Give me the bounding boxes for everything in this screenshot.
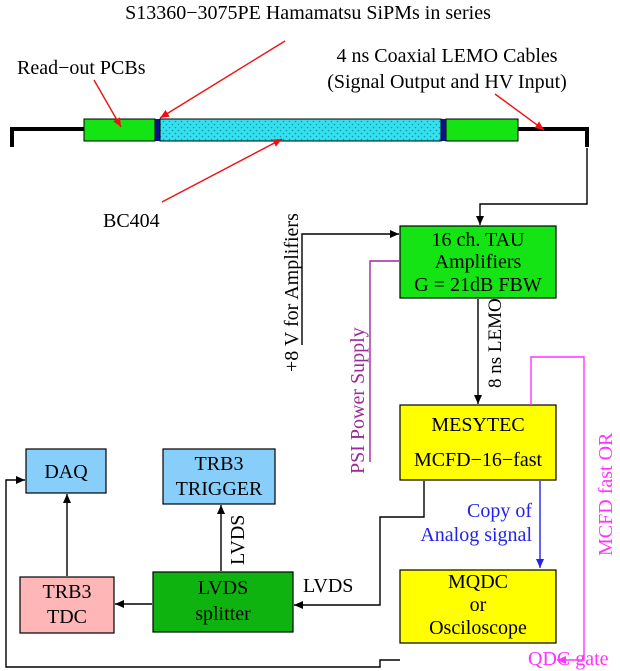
coax-label-line1: 4 ns Coaxial LEMO Cables	[336, 45, 557, 67]
left-sipm	[155, 119, 160, 141]
mqdc-line1: MQDC	[448, 571, 508, 593]
trigger-line1: TRB3	[195, 453, 244, 475]
mqdc-box-bg	[399, 569, 557, 644]
sipm-pointer	[159, 40, 286, 119]
amplifier-line2: Amplifiers	[435, 251, 522, 273]
mesytec-to-splitter-line	[294, 481, 425, 609]
amplifier-supply-line	[301, 230, 399, 345]
right-cable	[518, 127, 589, 147]
amplifier-box-bg	[399, 225, 557, 299]
amplifier-line1: 16 ch. TAU	[431, 229, 525, 251]
signal-cable-to-amplifier	[476, 148, 588, 225]
mesytec-box-bg	[399, 404, 557, 481]
splitter-line2: splitter	[195, 603, 251, 625]
daq-box-bg	[25, 448, 107, 494]
mesytec-box: MESYTEC MCFD−16−fast	[399, 404, 557, 481]
left-cable	[10, 127, 85, 147]
analog-copy-label-line1: Copy of	[467, 500, 532, 522]
qdc-gate-label: QDC gate	[528, 648, 609, 670]
daq-line1: DAQ	[44, 461, 88, 483]
psi-supply-line	[369, 260, 399, 462]
trb3-tdc-box-bg	[19, 576, 115, 634]
scintillator-bar	[159, 118, 442, 142]
mqdc-to-daq-line	[5, 476, 400, 668]
amplifier-supply-label: +8 V for Amplifiers	[281, 213, 303, 372]
amplifier-line3: G = 21dB FBW	[414, 274, 542, 296]
left-readout-pcb	[83, 118, 156, 142]
lvds-horizontal-label: LVDS	[303, 575, 353, 597]
lvds-splitter-box: LVDS splitter	[152, 571, 294, 633]
pcb-label: Read−out PCBs	[17, 57, 146, 79]
trb3-trigger-box-bg	[162, 448, 276, 505]
mcfd-fast-or-line	[530, 356, 585, 664]
analog-copy-label-line2: Analog signal	[420, 524, 532, 546]
trb3-tdc-box: TRB3 TDC	[19, 576, 115, 634]
mesytec-line2: MCFD−16−fast	[414, 449, 543, 471]
right-readout-pcb	[445, 118, 519, 142]
sipm-label: S13360−3075PE Hamamatsu SiPMs in series	[125, 2, 491, 24]
tdc-line2: TDC	[47, 606, 87, 628]
pcb-pointer	[93, 79, 122, 128]
detector-bar	[10, 118, 589, 147]
trb3-trigger-box: TRB3 TRIGGER	[162, 448, 276, 505]
mesytec-line1: MESYTEC	[431, 414, 524, 436]
tdc-line1: TRB3	[43, 581, 92, 603]
lemo-label: 8 ns LEMO	[485, 298, 506, 388]
scintillator-label: BC404	[103, 210, 160, 232]
mqdc-line3: Osciloscope	[429, 617, 527, 639]
lvds-vertical-label: LVDS	[227, 515, 249, 565]
daq-box: DAQ	[25, 448, 107, 494]
coax-label-line2: (Signal Output and HV Input)	[327, 71, 567, 93]
amplifier-box: 16 ch. TAU Amplifiers G = 21dB FBW	[399, 225, 557, 299]
trigger-line2: TRIGGER	[176, 478, 263, 500]
right-sipm	[441, 119, 446, 141]
mqdc-box: MQDC or Osciloscope	[399, 569, 557, 644]
mqdc-line2: or	[470, 594, 487, 616]
scintillator-pointer	[161, 138, 283, 203]
lvds-splitter-box-bg	[152, 571, 294, 633]
coax-pointer	[494, 93, 545, 131]
psi-supply-label: PSI Power Supply	[347, 327, 369, 474]
splitter-line1: LVDS	[198, 577, 248, 599]
mcfd-fast-or-label: MCFD fast OR	[595, 432, 617, 556]
